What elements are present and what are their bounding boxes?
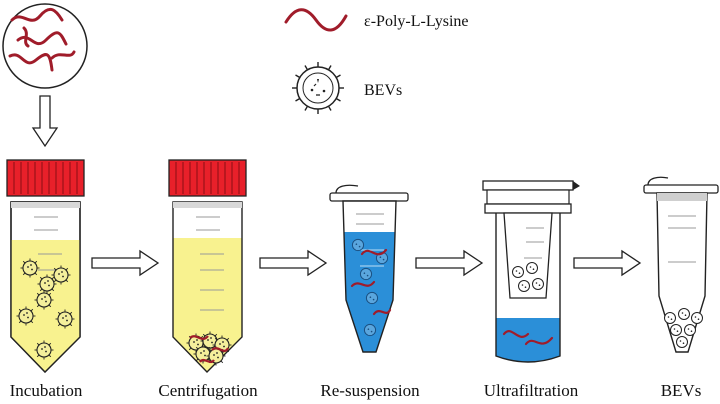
step-label-bevs: BEVs (661, 381, 702, 400)
process-arrow-2 (259, 250, 327, 276)
polymer-legend-label: ε-Poly-L-Lysine (364, 13, 468, 30)
process-arrow-4 (573, 250, 641, 276)
process-arrow-1 (91, 250, 159, 276)
resuspension-tube (329, 184, 409, 353)
vesicle-legend-icon (292, 62, 344, 114)
down-outline-arrow (31, 95, 59, 148)
process-arrow-3 (415, 250, 483, 276)
step-label-centrifugation: Centrifugation (158, 381, 258, 400)
vesicle-legend-label: BEVs (364, 82, 402, 99)
step-label-incubation: Incubation (10, 381, 83, 400)
incubation-tube (6, 159, 85, 373)
polymer-sample-circle (2, 3, 88, 89)
purified-bevs-tube (643, 176, 719, 353)
ultrafiltration-unit (482, 180, 580, 363)
centrifugation-tube (168, 159, 247, 373)
legend: ε-Poly-L-Lysine (284, 8, 468, 114)
polymer-legend-icon (284, 8, 348, 32)
step-label-ultrafiltration: Ultrafiltration (484, 381, 579, 400)
resuspended-vesicles (351, 238, 389, 337)
step-label-resuspension: Re-suspension (320, 381, 420, 400)
